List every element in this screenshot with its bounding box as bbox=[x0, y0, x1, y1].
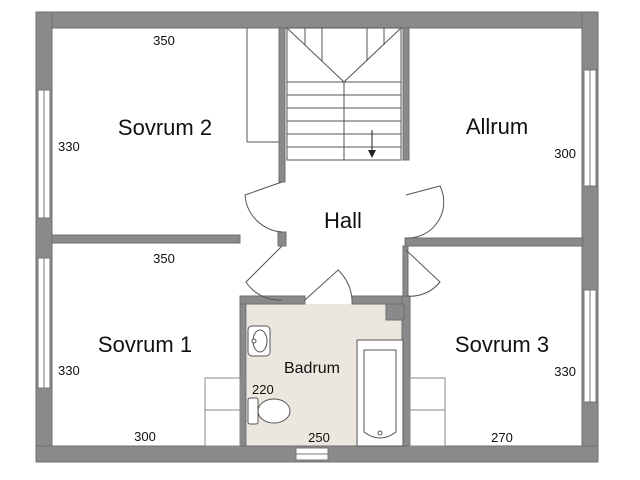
dim-badrum-width: 250 bbox=[308, 430, 330, 445]
sink-icon bbox=[247, 325, 271, 357]
wardrobe-sovrum3-b bbox=[409, 409, 446, 447]
wardrobe-sovrum2 bbox=[246, 28, 279, 143]
door-allrum bbox=[405, 185, 445, 239]
bathtub-icon bbox=[356, 339, 404, 447]
dim-badrum-depth: 220 bbox=[252, 382, 274, 397]
room-label-allrum: Allrum bbox=[466, 114, 528, 139]
wardrobe-sovrum3-a bbox=[409, 377, 446, 411]
stair-arrow-icon bbox=[368, 130, 376, 158]
wardrobe-sovrum1-b bbox=[204, 409, 241, 447]
windows bbox=[37, 69, 597, 461]
room-label-sovrum1: Sovrum 1 bbox=[98, 332, 192, 357]
furniture bbox=[204, 377, 446, 447]
room-label-badrum: Badrum bbox=[284, 360, 340, 377]
dim-sovrum2-width: 350 bbox=[153, 33, 175, 48]
dim-sovrum2-depth: 330 bbox=[58, 139, 80, 154]
room-label-sovrum2: Sovrum 2 bbox=[118, 115, 212, 140]
dim-sovrum1-bottom: 300 bbox=[134, 429, 156, 444]
dim-sovrum3-width: 270 bbox=[491, 430, 513, 445]
door-sovrum3 bbox=[405, 249, 441, 297]
toilet-icon bbox=[247, 397, 291, 425]
room-label-hall: Hall bbox=[324, 208, 362, 233]
dim-sovrum3-depth: 330 bbox=[554, 364, 576, 379]
room-label-sovrum3: Sovrum 3 bbox=[455, 332, 549, 357]
dim-sovrum1-width: 350 bbox=[153, 251, 175, 266]
door-sovrum2 bbox=[244, 181, 283, 233]
dim-allrum-depth: 300 bbox=[554, 146, 576, 161]
wardrobe-sovrum1-a bbox=[204, 377, 241, 411]
dim-sovrum1-depth: 330 bbox=[58, 363, 80, 378]
staircase bbox=[286, 27, 402, 161]
door-badrum bbox=[304, 269, 353, 301]
door-sovrum1 bbox=[245, 245, 283, 301]
doors bbox=[244, 181, 445, 301]
